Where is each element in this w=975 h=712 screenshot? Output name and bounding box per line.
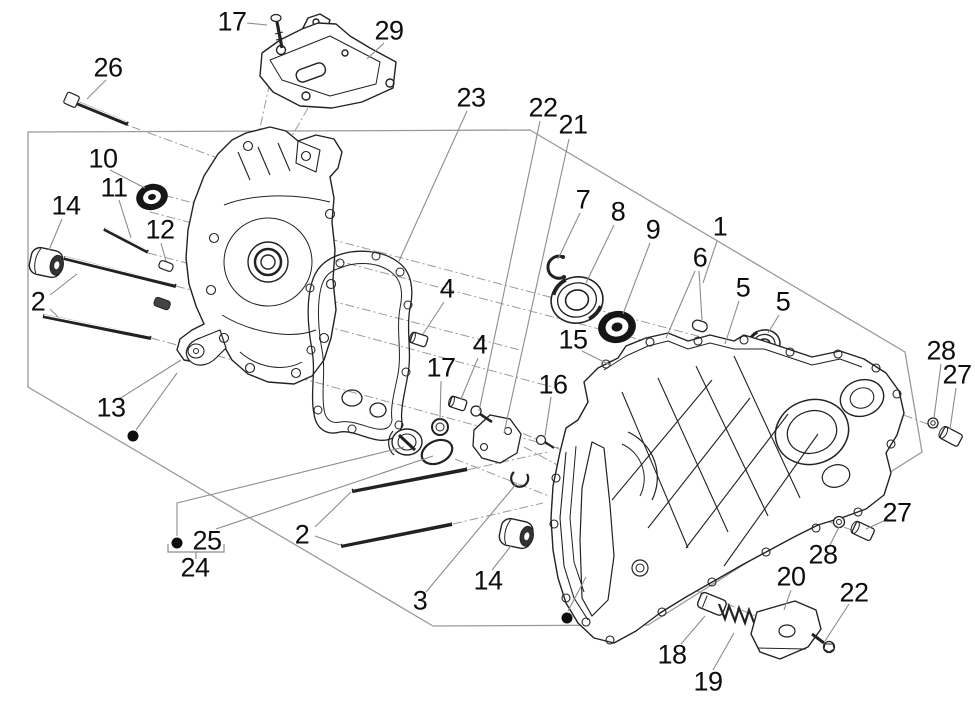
left-crankcase-half: [176, 126, 343, 385]
stud-parts-bottom: [340, 466, 468, 549]
oil-seal-part: [136, 183, 168, 211]
long-bolt-part: [63, 91, 129, 126]
bushing-part-left: [28, 246, 64, 279]
cover-screw-part: [270, 13, 285, 49]
pawl-group-parts: [696, 591, 836, 660]
side-bolt-parts: [832, 417, 963, 542]
middle-small-parts: [388, 331, 555, 488]
engine-cover-part: [259, 13, 397, 109]
bushing-part-bottom: [498, 517, 534, 550]
leader-lines: [48, 22, 957, 671]
assembly-group-bracket: [167, 544, 225, 559]
crankcase-gasket-part: [305, 250, 413, 441]
right-crankcase-half: [549, 332, 905, 645]
stud-parts-left: [42, 227, 177, 341]
